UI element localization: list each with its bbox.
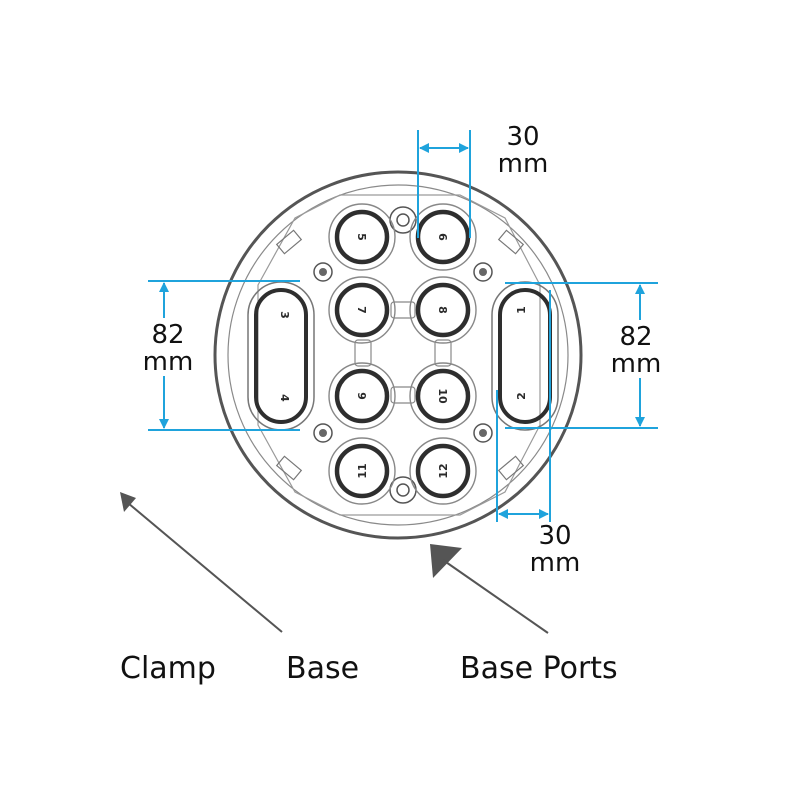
port-oval-left: 3 4 <box>247 281 315 431</box>
dimension-top-width: 30 mm <box>417 122 549 238</box>
port-label-12: 12 <box>437 463 450 478</box>
port-label-5: 5 <box>355 233 368 241</box>
port-9: 9 <box>328 362 396 430</box>
dimension-left-unit: mm <box>143 347 194 377</box>
leader-clamp <box>120 492 283 633</box>
port-label-6: 6 <box>436 233 449 241</box>
port-label-4: 4 <box>278 394 291 402</box>
port-11: 11 <box>328 437 396 505</box>
screw-right-bottom-icon <box>473 423 493 443</box>
port-7: 7 <box>328 276 396 344</box>
base-housing <box>213 170 583 540</box>
dimension-top-value: 30 <box>506 122 539 152</box>
port-6: 6 <box>409 203 477 271</box>
callout-base-ports: Base Ports <box>460 651 618 686</box>
dimension-bottom-value: 30 <box>538 521 571 551</box>
port-8: 8 <box>409 276 477 344</box>
port-label-8: 8 <box>436 306 449 314</box>
dimension-left-height: 82 mm <box>138 280 300 431</box>
dimension-right-unit: mm <box>611 349 662 379</box>
dimension-right-height: 82 mm <box>505 282 668 429</box>
port-label-10: 10 <box>436 388 449 404</box>
dimension-right-value: 82 <box>619 322 652 352</box>
leader-base-ports <box>430 544 549 634</box>
port-5: 5 <box>328 203 396 271</box>
port-label-11: 11 <box>356 463 369 478</box>
port-oval-right: 1 2 <box>491 281 559 431</box>
port-10: 10 <box>409 362 477 430</box>
port-bridges <box>354 301 452 404</box>
dimension-top-unit: mm <box>498 149 549 179</box>
port-12: 12 <box>409 437 477 505</box>
port-label-9: 9 <box>355 392 368 400</box>
callout-base: Base <box>286 651 359 686</box>
port-label-2: 2 <box>515 392 528 400</box>
port-label-7: 7 <box>355 306 368 314</box>
screw-left-top-icon <box>313 262 333 282</box>
screw-left-bottom-icon <box>313 423 333 443</box>
dimension-bottom-width: 30 mm <box>496 290 581 578</box>
port-label-1: 1 <box>515 306 528 314</box>
screw-right-top-icon <box>473 262 493 282</box>
callout-clamp: Clamp <box>120 651 216 686</box>
port-label-3: 3 <box>278 311 291 319</box>
dimension-left-value: 82 <box>151 320 184 350</box>
dimension-bottom-unit: mm <box>530 548 581 578</box>
screws <box>313 206 493 504</box>
